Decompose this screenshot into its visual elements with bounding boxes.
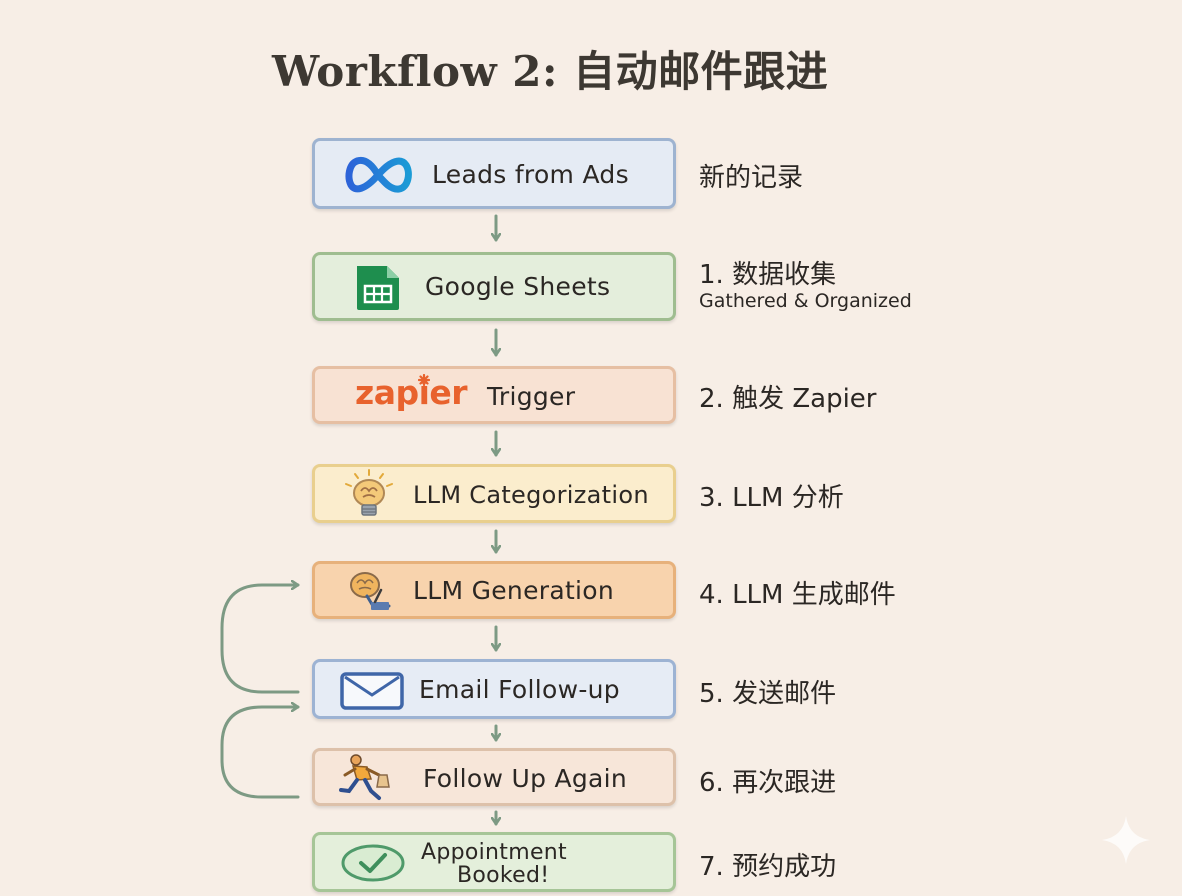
- step-google-sheets: Google Sheets: [312, 252, 676, 321]
- meta-logo-icon: [343, 155, 413, 195]
- step-zapier-trigger: zapier Trigger: [312, 366, 676, 424]
- step-label: LLM Generation: [413, 576, 615, 605]
- step-label-line1: Appointment: [421, 840, 567, 865]
- step-leads-from-ads: Leads from Ads: [312, 138, 676, 209]
- lightbulb-brain-icon: [337, 469, 401, 521]
- zapier-logo-text: zapier: [355, 373, 468, 412]
- step-label: Email Follow-up: [419, 675, 620, 704]
- step-label: Follow Up Again: [423, 764, 628, 793]
- step-email-follow-up: Email Follow-up: [312, 659, 676, 719]
- loop-arrow-email-to-generation: [220, 585, 300, 694]
- step-llm-categorization: LLM Categorization: [312, 464, 676, 523]
- running-person-icon: [335, 753, 397, 805]
- brain-writing-icon: [345, 568, 395, 614]
- step-subnote-1: Gathered & Organized: [699, 290, 912, 312]
- sparkle-icon: [1102, 816, 1150, 864]
- step-label: Google Sheets: [425, 272, 611, 301]
- step-note-6: 6. 再次跟进: [699, 768, 837, 798]
- check-circle-icon: [339, 843, 407, 883]
- step-note-2: 2. 触发 Zapier: [699, 384, 877, 414]
- step-note-1: 1. 数据收集: [699, 260, 837, 290]
- zapier-logo: zapier: [355, 373, 468, 412]
- step-label: Trigger: [487, 382, 576, 411]
- zapier-asterisk-icon: [418, 374, 430, 386]
- loop-arrow-followup-to-email: [220, 707, 300, 799]
- step-note-3: 3. LLM 分析: [699, 483, 844, 513]
- step-follow-up-again: Follow Up Again: [312, 748, 676, 806]
- step-note-4: 4. LLM 生成邮件: [699, 580, 896, 610]
- step-label-line2: Booked!: [457, 863, 550, 888]
- step-note-0: 新的记录: [699, 163, 804, 193]
- google-sheets-icon: [351, 264, 403, 312]
- page-title: Workflow 2: 自动邮件跟进: [272, 47, 829, 96]
- envelope-icon: [340, 672, 404, 710]
- step-label: LLM Categorization: [413, 481, 649, 509]
- step-note-5: 5. 发送邮件: [699, 679, 837, 709]
- step-llm-generation: LLM Generation: [312, 561, 676, 619]
- step-appointment-booked: Appointment Booked!: [312, 832, 676, 892]
- step-label: Leads from Ads: [432, 160, 629, 189]
- step-note-7: 7. 预约成功: [699, 852, 837, 882]
